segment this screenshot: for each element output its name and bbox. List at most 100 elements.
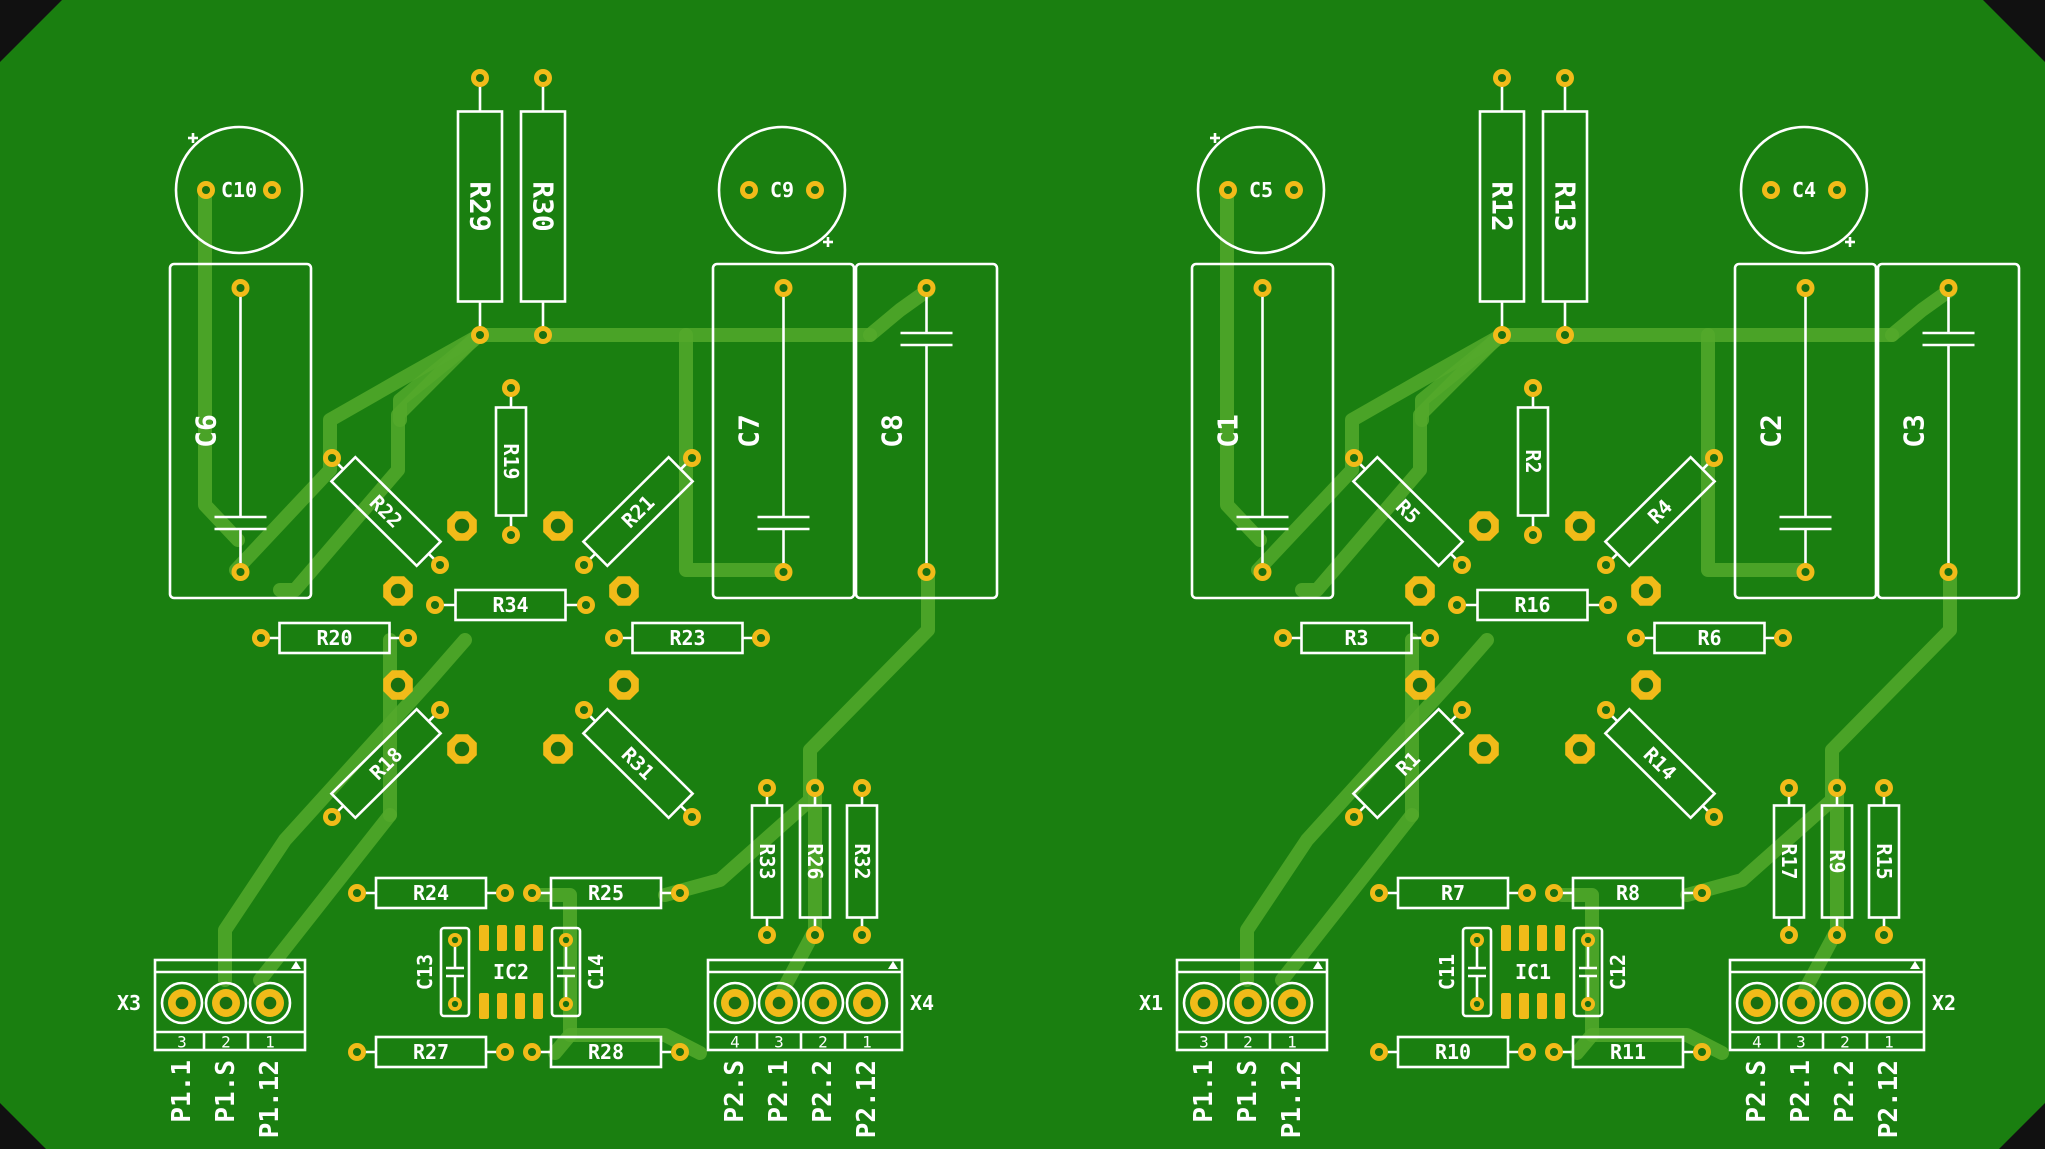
resistor-pad (323, 449, 341, 467)
connector-pad (256, 989, 284, 1017)
resistor-r32[interactable]: R32 (845, 779, 879, 944)
resistor-r20[interactable]: R20 (252, 621, 417, 655)
ic-ic1[interactable]: IC1 (1501, 925, 1565, 1019)
resistor-pad (1828, 779, 1846, 797)
resistor-r28[interactable]: R28 (523, 1035, 689, 1069)
capacitor-c12[interactable]: C12 (1572, 926, 1630, 1018)
resistor-label: R16 (1514, 593, 1550, 617)
transistor-pad (383, 670, 413, 700)
resistor-label: R24 (413, 881, 449, 905)
connector-pin-number: 4 (730, 1033, 740, 1052)
capacitor-label: C13 (413, 954, 437, 990)
capacitor-pad (917, 563, 936, 581)
capacitor-c6[interactable]: C6 (168, 262, 313, 600)
resistor-r23[interactable]: R23 (605, 621, 770, 655)
resistor-pad (758, 779, 776, 797)
resistor-r26[interactable]: R26 (798, 779, 832, 944)
resistor-r17[interactable]: R17 (1772, 779, 1806, 944)
connector-pin-number: 1 (265, 1033, 275, 1052)
resistor-pad (399, 629, 417, 647)
corner-cut-top-left (0, 0, 62, 62)
connector-net-label: P2.2 (1830, 1060, 1860, 1123)
connector-net-label: P2.12 (1874, 1060, 1904, 1138)
resistor-r30[interactable]: R30 (519, 69, 567, 344)
resistor-r10[interactable]: R10 (1370, 1035, 1536, 1069)
resistor-pad (1597, 556, 1615, 574)
resistor-pad (1524, 379, 1542, 397)
resistor-label: R17 (1777, 843, 1801, 879)
resistor-r33[interactable]: R33 (750, 779, 784, 944)
resistor-r7[interactable]: R7 (1370, 876, 1536, 910)
resistor-pad (1705, 808, 1723, 826)
resistor-pad (431, 701, 449, 719)
capacitor-pad (1939, 563, 1958, 581)
capacitor-label: C2 (1755, 414, 1788, 448)
ic-ic2[interactable]: IC2 (479, 925, 543, 1019)
resistor-pad (523, 1043, 541, 1061)
resistor-pad (496, 884, 514, 902)
resistor-pad (1493, 326, 1511, 344)
resistor-r6[interactable]: R6 (1627, 621, 1792, 655)
connector-pin-number: 1 (862, 1033, 872, 1052)
capacitor-c2[interactable]: C2 (1733, 262, 1878, 600)
resistor-r27[interactable]: R27 (348, 1035, 514, 1069)
capacitor-c4[interactable]: C4 (1739, 125, 1869, 255)
resistor-pad (1780, 926, 1798, 944)
resistor-r12[interactable]: R12 (1478, 69, 1526, 344)
transistor-pad (447, 734, 477, 764)
resistor-r3[interactable]: R3 (1274, 621, 1439, 655)
resistor-pad (471, 69, 489, 87)
capacitor-c14[interactable]: C14 (550, 926, 608, 1018)
capacitor-c10[interactable]: C10 (174, 125, 304, 255)
resistor-r16[interactable]: R16 (1448, 588, 1617, 622)
capacitor-c5[interactable]: C5 (1196, 125, 1326, 255)
connector-ref-label: X3 (117, 991, 141, 1015)
capacitor-c7[interactable]: C7 (711, 262, 856, 600)
resistor-label: R33 (755, 843, 779, 879)
connector-pad (1831, 989, 1859, 1017)
transistor-pad (543, 511, 573, 541)
capacitor-c3[interactable]: C3 (1876, 262, 2021, 600)
resistor-r8[interactable]: R8 (1545, 876, 1711, 910)
corner-cut-bottom-right (1999, 1103, 2045, 1149)
capacitor-pad (1796, 279, 1815, 297)
capacitor-pad (1828, 181, 1846, 199)
transistor-pad (609, 576, 639, 606)
resistor-r25[interactable]: R25 (523, 876, 689, 910)
resistor-label: R15 (1872, 843, 1896, 879)
capacitor-label: C7 (733, 414, 766, 448)
resistor-r15[interactable]: R15 (1867, 779, 1901, 944)
capacitor-c11[interactable]: C11 (1435, 926, 1493, 1018)
capacitor-label: C11 (1435, 954, 1459, 990)
resistor-r13[interactable]: R13 (1541, 69, 1589, 344)
resistor-pad (1370, 1043, 1388, 1061)
capacitor-c1[interactable]: C1 (1190, 262, 1335, 600)
connector-net-label: P2.1 (764, 1060, 794, 1123)
capacitor-pad (263, 181, 281, 199)
capacitor-c13[interactable]: C13 (413, 926, 471, 1018)
resistor-r11[interactable]: R11 (1545, 1035, 1711, 1069)
resistor-r29[interactable]: R29 (456, 69, 504, 344)
capacitor-c9[interactable]: C9 (717, 125, 847, 255)
connector-pin-number: 1 (1287, 1033, 1297, 1052)
connector-pad (1234, 989, 1262, 1017)
corner-cut-bottom-left (0, 1103, 46, 1149)
resistor-pad (671, 884, 689, 902)
resistor-r24[interactable]: R24 (348, 876, 514, 910)
capacitor-c8[interactable]: C8 (854, 262, 999, 600)
connector-pin-number: 3 (774, 1033, 784, 1052)
resistor-r34[interactable]: R34 (426, 588, 595, 622)
resistor-r9[interactable]: R9 (1820, 779, 1854, 944)
capacitor-pad (1796, 563, 1815, 581)
connector-pin-number: 4 (1752, 1033, 1762, 1052)
resistor-r2[interactable]: R2 (1516, 379, 1550, 544)
connector-net-label: P1.S (1233, 1060, 1263, 1123)
capacitor-pad (448, 997, 462, 1011)
resistor-pad (806, 926, 824, 944)
resistor-r19[interactable]: R19 (494, 379, 528, 544)
resistor-pad (806, 779, 824, 797)
